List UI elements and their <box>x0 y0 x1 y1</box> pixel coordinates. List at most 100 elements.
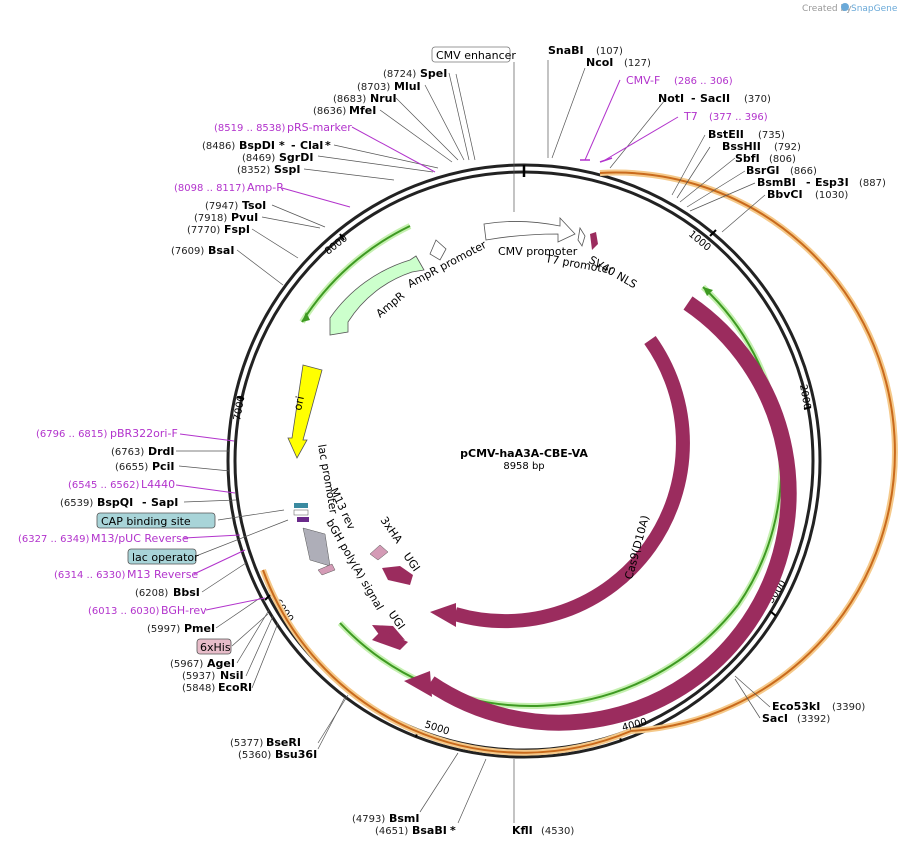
cap-binding-site-mark <box>294 503 308 508</box>
bgh-label: bGH poly(A) signal <box>323 517 386 612</box>
primer-amp-r: Amp-R <box>247 181 284 194</box>
enzyme-sbfi: SbfI <box>735 152 760 165</box>
enzyme-pcii: PciI <box>152 460 174 473</box>
enzyme-tsoi-pos: (7947) <box>205 201 238 212</box>
enzyme-bsu36i-pos: (5360) <box>238 750 271 761</box>
primer-l4440: L4440 <box>141 478 175 491</box>
enzyme-nrui: NruI <box>370 92 397 105</box>
3xha-feature <box>369 544 389 561</box>
cmv-enhancer-box <box>431 46 511 63</box>
enzyme-noti-pos: (370) <box>744 94 771 105</box>
enzyme-bspqi-sep: - <box>142 496 147 509</box>
enzyme-esp3i: Esp3I <box>815 176 849 189</box>
bottom-green-arc <box>339 604 739 707</box>
bgh-polya-feature <box>302 527 331 567</box>
cas9-outer-arc <box>425 296 797 731</box>
enzyme-kfli: KflI <box>512 824 533 837</box>
ugi-arrow-upper <box>382 566 413 585</box>
enzyme-bsrgi-pos: (866) <box>790 166 817 177</box>
tick-8000: 8000 <box>323 233 350 257</box>
enzyme-ecori-pos: (5848) <box>182 683 215 694</box>
enzyme-sgrdi-pos: (8469) <box>242 153 275 164</box>
enzyme-bsai: BsaI <box>208 244 234 257</box>
enzyme-mfei: MfeI <box>349 104 376 117</box>
sv40-nls-feature <box>590 232 598 250</box>
tick-7000: 7000 <box>232 395 247 422</box>
enzyme-bsmbi: BsmBI <box>757 176 796 189</box>
cap-binding-site-box <box>96 512 216 529</box>
enzyme-ncoi: NcoI <box>586 56 613 69</box>
enzyme-bbsi: BbsI <box>173 586 200 599</box>
primer-pbr322ori-f-range: (6796 .. 6815) <box>36 429 108 440</box>
cmv-promoter-arrow <box>483 216 576 243</box>
enzyme-beseri: BseRI <box>266 736 301 749</box>
enzyme-pcii-pos: (6655) <box>115 462 148 473</box>
enzyme-saci: SacI <box>762 712 788 725</box>
enzyme-bsrgi: BsrGI <box>746 164 779 177</box>
cap-binding-site-label: CAP binding site <box>101 515 191 528</box>
lac-operator-box <box>127 548 197 565</box>
ugi-arrow-lower <box>372 625 405 640</box>
primer-prs-marker-range: (8519 .. 8538) <box>214 123 286 134</box>
enzyme-mlui-pos: (8703) <box>357 82 390 93</box>
enzyme-nsii: NsiI <box>220 669 244 682</box>
enzyme-bsabi-pos: (4651) <box>375 826 408 837</box>
enzyme-bsshii: BssHII <box>722 140 761 153</box>
orange-arc-bottom-core <box>262 569 632 754</box>
primer-t7: T7 <box>683 110 698 123</box>
enzyme-bsmi-pos: (4793) <box>352 814 385 825</box>
enzyme-fspi: FspI <box>224 223 250 236</box>
enzyme-bbvci-pos: (1030) <box>815 190 848 201</box>
credit-brand: SnapGene <box>851 4 898 14</box>
enzyme-leader-lines <box>176 60 771 824</box>
primer-bgh-rev: BGH-rev <box>161 604 207 617</box>
enzyme-mfei-pos: (8636) <box>313 106 346 117</box>
enzyme-bsu36i: Bsu36I <box>275 748 317 761</box>
enzyme-tsoi: TsoI <box>242 199 266 212</box>
enzyme-bbvci: BbvCI <box>767 188 803 201</box>
3xha-label: 3xHA <box>378 514 406 546</box>
cmv-enhancer-label: CMV enhancer <box>436 49 516 62</box>
primer-m13-reverse: M13 Reverse <box>127 568 198 581</box>
cas9-green-arrowhead <box>703 287 713 296</box>
enzyme-ecori: EcoRI <box>218 681 252 694</box>
plasmid-size: 8958 bp <box>503 461 544 472</box>
ampr-arrow <box>329 255 425 336</box>
enzyme-agei-pos: (5967) <box>170 659 203 670</box>
ori-label: ori <box>291 395 307 412</box>
cas9-label: Cas9 <box>691 579 713 609</box>
enzyme-ncoi-pos: (127) <box>624 58 651 69</box>
enzyme-bsteii: BstEII <box>708 128 744 141</box>
enzyme-bspdi-sep: - <box>291 139 296 152</box>
enzyme-sspi: SspI <box>274 163 300 176</box>
cas9-outer-arrowhead <box>404 671 432 697</box>
t7-promoter-arrow <box>577 226 586 247</box>
enzyme-nsii-pos: (5937) <box>182 671 215 682</box>
cas9-d10a-arc <box>453 335 690 629</box>
enzyme-bbsi-pos: (6208) <box>135 588 168 599</box>
primer-cmv-f: CMV-F <box>626 74 660 87</box>
enzyme-noti-sep: - <box>691 92 696 105</box>
6xhis-box <box>196 638 232 655</box>
6xhis-label: 6xHis <box>200 641 231 654</box>
enzyme-drdi-pos: (6763) <box>111 447 144 458</box>
primer-cmv-f-range: (286 .. 306) <box>674 76 733 87</box>
primer-leader-lines <box>175 79 679 611</box>
enzyme-fspi-pos: (7770) <box>187 225 220 236</box>
primer-t7-range: (377 .. 396) <box>709 112 768 123</box>
enzyme-snabi-pos: (107) <box>596 46 623 57</box>
primer-pbr322ori-f: pBR322ori-F <box>110 427 178 440</box>
tick-2000: 2000 <box>797 384 812 411</box>
cmv-promoter-label: CMV promoter <box>498 245 578 258</box>
enzyme-nrui-pos: (8683) <box>333 94 366 105</box>
primer-l4440-range: (6545 .. 6562) <box>68 480 140 491</box>
enzyme-beseri-pos: (5377) <box>230 738 263 749</box>
ugi-arrow-lower-body <box>372 630 408 650</box>
enzyme-pmei: PmeI <box>184 622 215 635</box>
enzyme-bsshii-pos: (792) <box>774 142 801 153</box>
ampr-label: AmpR <box>374 289 408 320</box>
lac-operator-label: lac operator <box>132 551 199 564</box>
enzyme-saci-pos: (3392) <box>797 714 830 725</box>
cas9-d10a-arrowhead <box>430 603 456 627</box>
